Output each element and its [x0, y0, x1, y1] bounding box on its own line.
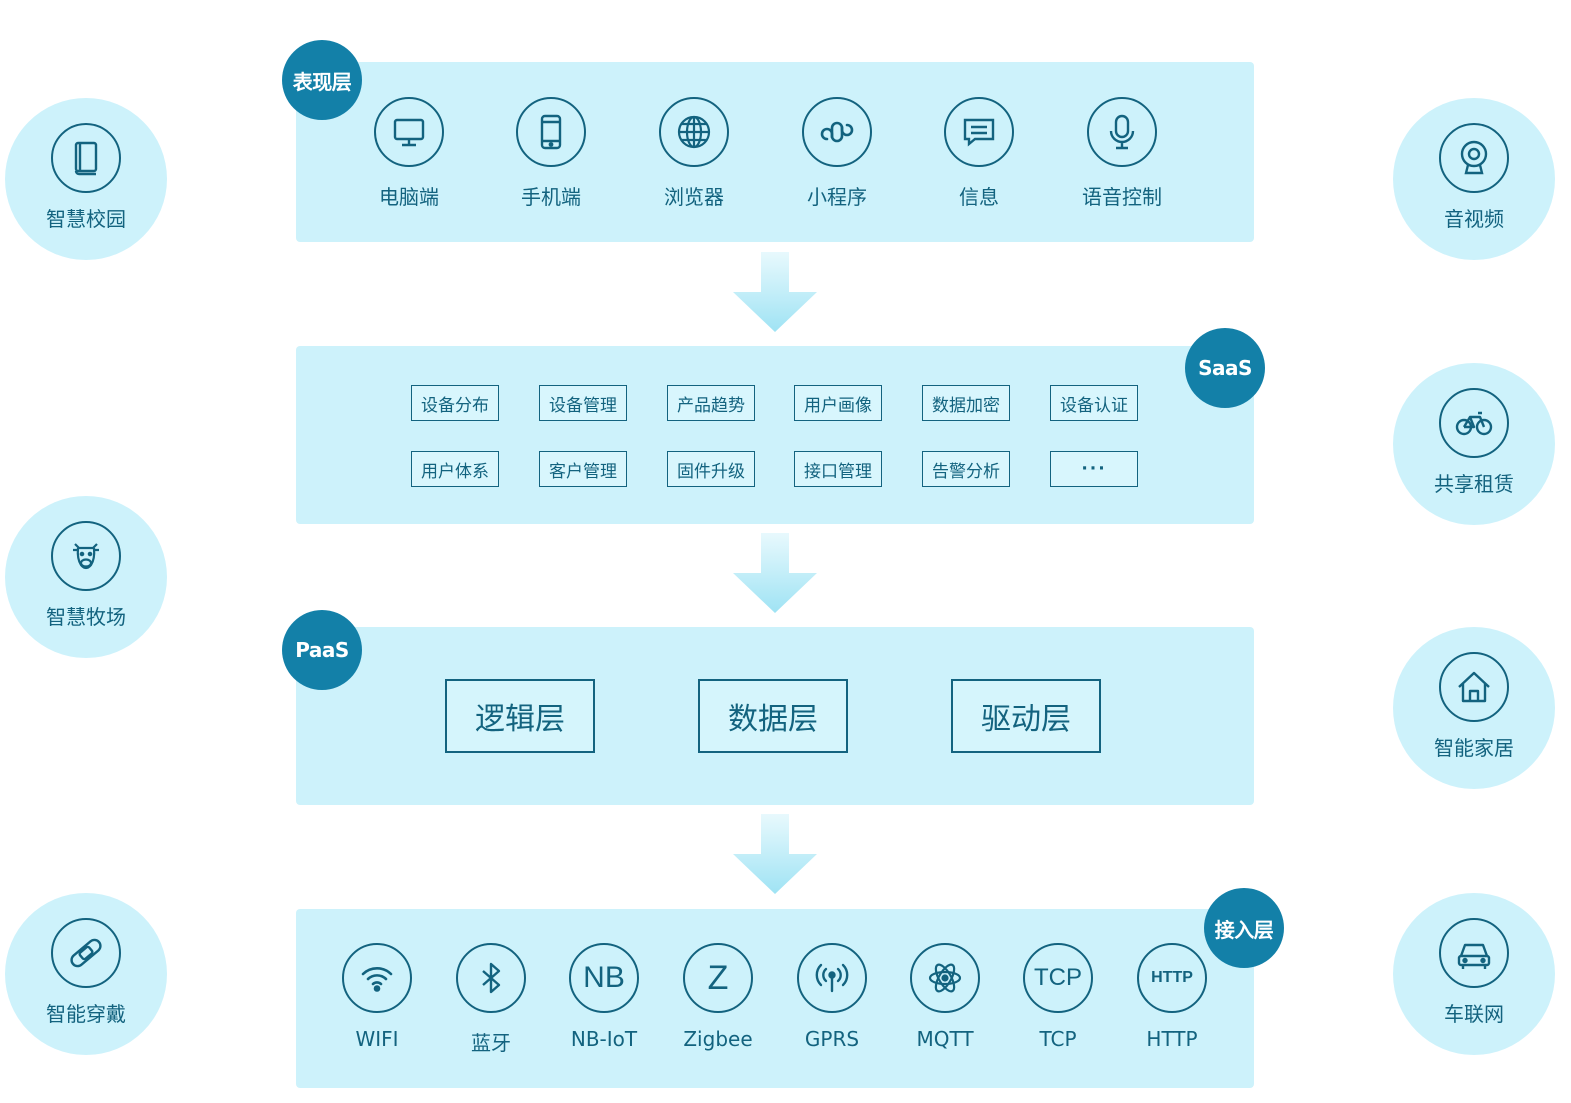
scenario-smart-ranch: 智慧牧场: [5, 496, 167, 658]
access-item-bluetooth: 蓝牙: [431, 943, 551, 1056]
saas-item: 客户管理: [539, 451, 627, 487]
zigbee-icon: Z: [707, 958, 729, 997]
saas-item: 设备分布: [411, 385, 499, 421]
http-icon: HTTP: [1151, 969, 1193, 986]
scenario-label: 音视频: [1444, 207, 1504, 231]
access-layer-badge: 接入层: [1204, 888, 1284, 968]
atom-icon: [928, 963, 962, 993]
flow-arrow-3: [733, 814, 817, 894]
paas-item-data: 数据层: [698, 679, 848, 753]
scenario-label: 智能穿戴: [46, 1002, 126, 1026]
saas-item: 告警分析: [922, 451, 1010, 487]
access-item-gprs: GPRS: [772, 943, 892, 1051]
saas-item-more: ···: [1050, 451, 1138, 487]
presentation-item-browser: 浏览器: [634, 97, 754, 210]
access-item-wifi: WIFI: [317, 943, 437, 1051]
saas-item: 数据加密: [922, 385, 1010, 421]
mini-program-icon: [820, 121, 854, 143]
scenario-label: 智慧校园: [46, 207, 126, 231]
access-item-label: HTTP: [1146, 1027, 1198, 1051]
nb-icon: NB: [583, 961, 625, 994]
paas-layer-badge: PaaS: [282, 610, 362, 690]
access-item-label: WIFI: [355, 1027, 399, 1051]
presentation-item-label: 信息: [959, 185, 999, 209]
presentation-item-pc: 电脑端: [349, 97, 469, 210]
presentation-item-voice: 语音控制: [1062, 97, 1182, 210]
saas-layer-panel: 设备分布 设备管理 产品趋势 用户画像 数据加密 设备认证 用户体系 客户管理 …: [296, 346, 1254, 524]
scenario-smart-campus: 智慧校园: [5, 98, 167, 260]
saas-item: 接口管理: [794, 451, 882, 487]
access-item-label: GPRS: [804, 1027, 860, 1051]
bluetooth-icon: [482, 962, 501, 994]
access-item-label: TCP: [1039, 1027, 1077, 1051]
presentation-layer-badge: 表现层: [282, 40, 362, 120]
book-icon: [74, 141, 98, 176]
presentation-item-label: 浏览器: [664, 185, 724, 209]
access-item-tcp: TCP TCP: [998, 943, 1118, 1051]
scenario-smart-home: 智能家居: [1393, 627, 1555, 789]
access-item-mqtt: MQTT: [885, 943, 1005, 1051]
saas-layer-badge: SaaS: [1185, 328, 1265, 408]
cow-icon: [73, 543, 99, 570]
scenario-label: 智慧牧场: [46, 605, 126, 629]
camera-icon: [1460, 140, 1488, 175]
saas-item: 设备管理: [539, 385, 627, 421]
saas-item: 用户体系: [411, 451, 499, 487]
presentation-item-label: 手机端: [521, 185, 581, 209]
access-item-label: 蓝牙: [471, 1031, 511, 1055]
access-item-label: MQTT: [916, 1027, 974, 1051]
car-icon: [1457, 943, 1491, 969]
antenna-icon: [815, 963, 849, 993]
paas-item-logic: 逻辑层: [445, 679, 595, 753]
saas-item: 产品趋势: [667, 385, 755, 421]
access-item-zigbee: Z Zigbee: [658, 943, 778, 1051]
saas-item: 固件升级: [667, 451, 755, 487]
wristband-icon: [70, 938, 102, 968]
scenario-audio-video: 音视频: [1393, 98, 1555, 260]
scenario-vehicle-network: 车联网: [1393, 893, 1555, 1055]
presentation-layer-panel: 电脑端 手机端 浏览器 小程序 信息 语音控制: [296, 62, 1254, 242]
presentation-item-mini-program: 小程序: [777, 97, 897, 210]
access-layer-panel: WIFI 蓝牙 NB NB-IoT Z Zigbee GPRS MQTT TCP…: [296, 909, 1254, 1088]
globe-icon: [677, 115, 711, 149]
flow-arrow-1: [733, 252, 817, 332]
scenario-smart-wearable: 智能穿戴: [5, 893, 167, 1055]
microphone-icon: [1109, 114, 1135, 150]
phone-icon: [540, 114, 562, 150]
access-item-http: HTTP HTTP: [1112, 943, 1232, 1051]
paas-layer-panel: 逻辑层 数据层 驱动层: [296, 627, 1254, 805]
wifi-icon: [361, 967, 393, 992]
bicycle-icon: [1455, 411, 1493, 436]
scenario-shared-rental: 共享租赁: [1393, 363, 1555, 525]
presentation-item-message: 信息: [919, 97, 1039, 210]
flow-arrow-2: [733, 533, 817, 613]
presentation-item-label: 小程序: [807, 185, 867, 209]
access-item-label: NB-IoT: [570, 1027, 638, 1051]
presentation-item-label: 语音控制: [1082, 185, 1162, 209]
saas-item: 设备认证: [1050, 385, 1138, 421]
house-icon: [1458, 671, 1490, 703]
access-item-nb-iot: NB NB-IoT: [544, 943, 664, 1051]
saas-item: 用户画像: [794, 385, 882, 421]
presentation-item-phone: 手机端: [491, 97, 611, 210]
presentation-item-label: 电脑端: [379, 185, 439, 209]
monitor-icon: [393, 118, 425, 147]
message-icon: [963, 118, 995, 147]
scenario-label: 车联网: [1444, 1002, 1504, 1026]
scenario-label: 共享租赁: [1434, 472, 1514, 496]
tcp-icon: TCP: [1034, 964, 1082, 991]
paas-item-driver: 驱动层: [951, 679, 1101, 753]
access-item-label: Zigbee: [683, 1027, 753, 1051]
scenario-label: 智能家居: [1434, 736, 1514, 760]
